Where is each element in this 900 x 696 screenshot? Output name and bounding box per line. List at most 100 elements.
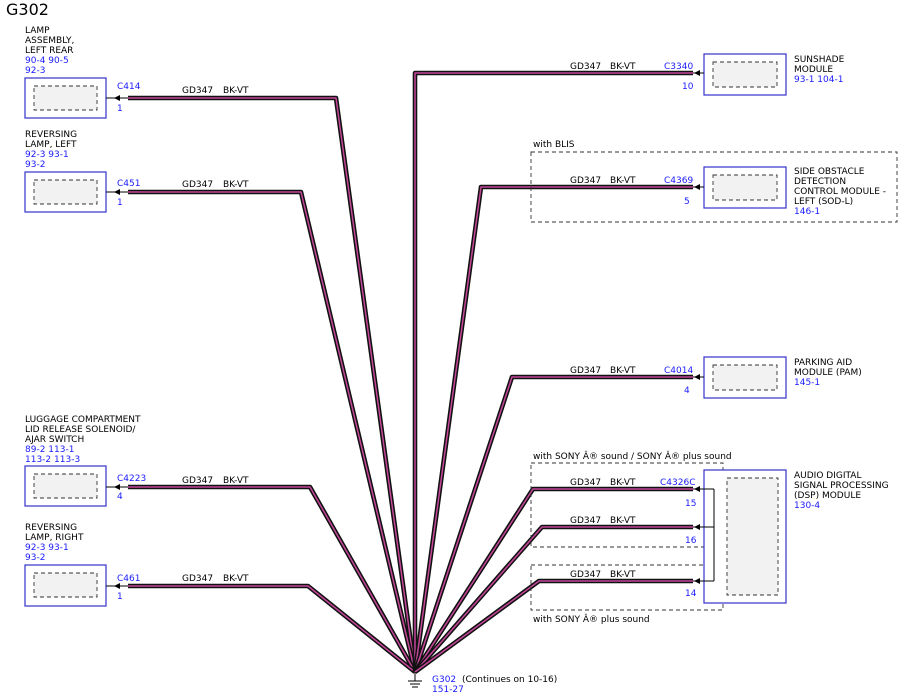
- group-sony-plus-label: with SONY Â® plus sound: [533, 613, 650, 625]
- wire-c4326c-14[interactable]: [413, 578, 693, 674]
- wire-color-label: BK-VT: [223, 86, 249, 96]
- wire-color-label: BK-VT: [610, 62, 636, 72]
- pin-number: 1: [117, 592, 123, 602]
- component-name: PARKING AID: [794, 358, 852, 368]
- connector-label[interactable]: C3340: [664, 62, 693, 72]
- connector-label[interactable]: C4223: [117, 474, 146, 484]
- component-name: MODULE: [794, 65, 833, 75]
- wire-c4223[interactable]: [128, 484, 418, 674]
- component-name: LEFT REAR: [25, 46, 73, 56]
- group-blis-label: with BLIS: [533, 140, 575, 150]
- pin-number: 15: [685, 499, 696, 509]
- connector-label[interactable]: C414: [117, 82, 141, 92]
- component-side-obstacle-module[interactable]: C4369 5 SIDE OBSTACLE DETECTION CONTROL …: [664, 166, 886, 217]
- wire-circuit-label: GD347: [570, 478, 601, 488]
- wire-circuit-label: GD347: [570, 366, 601, 376]
- component-reversing-lamp-left[interactable]: REVERSING LAMP, LEFT 92-3 93-1 93-2 C451…: [24, 130, 140, 213]
- component-name: REVERSING: [25, 130, 77, 140]
- pin-arrow: [114, 583, 120, 589]
- component-ref[interactable]: 93-2: [25, 553, 45, 563]
- pin-number: 4: [117, 492, 123, 502]
- pin-arrow: [114, 484, 120, 490]
- component-audio-dsp-module[interactable]: C4326C 15 16 14 AUDIO DIGITAL SIGNAL PRO…: [660, 469, 889, 604]
- connector-label[interactable]: C4014: [664, 366, 693, 376]
- pin-number: 1: [117, 198, 123, 208]
- wire-color-label: BK-VT: [610, 516, 636, 526]
- ground-g302[interactable]: G302 151-27 (Continues on 10-16): [408, 672, 557, 695]
- wire-color-label: BK-VT: [610, 570, 636, 580]
- wire-circuit-label: GD347: [182, 574, 213, 584]
- wire-c4326c-16[interactable]: [413, 524, 693, 674]
- component-ref[interactable]: 113-2 113-3: [25, 455, 80, 465]
- component-ref[interactable]: 92-3: [25, 66, 45, 76]
- component-name: AJAR SWITCH: [25, 435, 84, 445]
- component-ref[interactable]: 130-4: [794, 501, 820, 511]
- wire-c4369[interactable]: [412, 184, 693, 673]
- component-name: LEFT (SOD-L): [794, 197, 853, 207]
- ground-ref[interactable]: 151-27: [432, 685, 464, 695]
- component-parking-aid-module[interactable]: C4014 4 PARKING AID MODULE (PAM) 145-1: [664, 356, 862, 399]
- component-name: SIGNAL PROCESSING: [794, 481, 889, 491]
- group-sony-plus: with SONY Â® plus sound: [530, 564, 724, 625]
- component-name: LAMP, RIGHT: [25, 533, 84, 543]
- component-inner: [712, 61, 778, 88]
- component-lamp-assembly-left-rear[interactable]: LAMP ASSEMBLY, LEFT REAR 90-4 90-5 92-3 …: [24, 26, 141, 119]
- connector-label[interactable]: C451: [117, 179, 140, 189]
- pin-arrow: [114, 95, 120, 101]
- pin-arrow: [694, 578, 700, 584]
- component-ref[interactable]: 145-1: [794, 378, 820, 388]
- wire-color-label: BK-VT: [610, 366, 636, 376]
- component-luggage-lid-switch[interactable]: LUGGAGE COMPARTMENT LID RELEASE SOLENOID…: [24, 415, 146, 507]
- component-ref[interactable]: 92-3 93-1: [25, 150, 69, 160]
- wire-color-label: BK-VT: [223, 574, 249, 584]
- component-inner: [33, 179, 98, 205]
- wire-labels: GD347 BK-VT GD347 BK-VT GD347 BK-VT GD34…: [182, 62, 636, 584]
- component-name: ASSEMBLY,: [25, 36, 74, 46]
- wire-circuit-label: GD347: [182, 180, 213, 190]
- wires: [128, 70, 693, 674]
- component-name: LUGGAGE COMPARTMENT: [25, 415, 141, 425]
- wire-c3340[interactable]: [412, 70, 693, 672]
- component-ref[interactable]: 93-1 104-1: [794, 75, 843, 85]
- diagram-title: G302: [6, 0, 49, 19]
- wire-c4326c-15[interactable]: [413, 486, 693, 674]
- pin-arrow: [114, 189, 120, 195]
- pin-arrow: [694, 374, 700, 380]
- component-ref[interactable]: 146-1: [794, 207, 820, 217]
- component-name: MODULE (PAM): [794, 368, 862, 378]
- pin-number: 16: [685, 536, 697, 546]
- wire-circuit-label: GD347: [182, 86, 213, 96]
- component-ref[interactable]: 93-2: [25, 160, 45, 170]
- wire-c451[interactable]: [128, 189, 418, 673]
- wire-c414[interactable]: [128, 95, 418, 673]
- component-ref[interactable]: 89-2 113-1: [25, 445, 74, 455]
- wire-color-label: BK-VT: [223, 476, 249, 486]
- component-name: AUDIO DIGITAL: [794, 471, 861, 481]
- pin-number: 14: [685, 589, 697, 599]
- pin-number: 5: [684, 197, 690, 207]
- pin-arrow: [694, 70, 700, 76]
- component-name: SUNSHADE: [794, 55, 845, 65]
- component-name: LAMP: [25, 26, 50, 36]
- component-inner: [33, 572, 98, 598]
- pin-arrow: [694, 524, 700, 530]
- pin-number: 4: [684, 386, 690, 396]
- component-sunshade-module[interactable]: C3340 10 SUNSHADE MODULE 93-1 104-1: [664, 53, 845, 96]
- component-reversing-lamp-right[interactable]: REVERSING LAMP, RIGHT 92-3 93-1 93-2 C46…: [24, 523, 140, 607]
- wire-c4014[interactable]: [412, 374, 693, 673]
- component-inner: [726, 477, 779, 596]
- wire-color-label: BK-VT: [610, 478, 636, 488]
- wire-c461[interactable]: [128, 583, 417, 674]
- wire-circuit-label: GD347: [570, 176, 601, 186]
- connector-label[interactable]: C4326C: [660, 478, 695, 488]
- connector-label[interactable]: C461: [117, 574, 140, 584]
- group-sony-sound-label: with SONY Â® sound / SONY Â® plus sound: [533, 450, 732, 462]
- component-ref[interactable]: 92-3 93-1: [25, 543, 69, 553]
- component-inner: [33, 473, 98, 499]
- pin-arrow: [694, 486, 700, 492]
- ground-label[interactable]: G302: [432, 675, 456, 685]
- pin-arrow: [694, 184, 700, 190]
- connector-label[interactable]: C4369: [664, 176, 693, 186]
- component-ref[interactable]: 90-4 90-5: [25, 56, 69, 66]
- component-name: REVERSING: [25, 523, 77, 533]
